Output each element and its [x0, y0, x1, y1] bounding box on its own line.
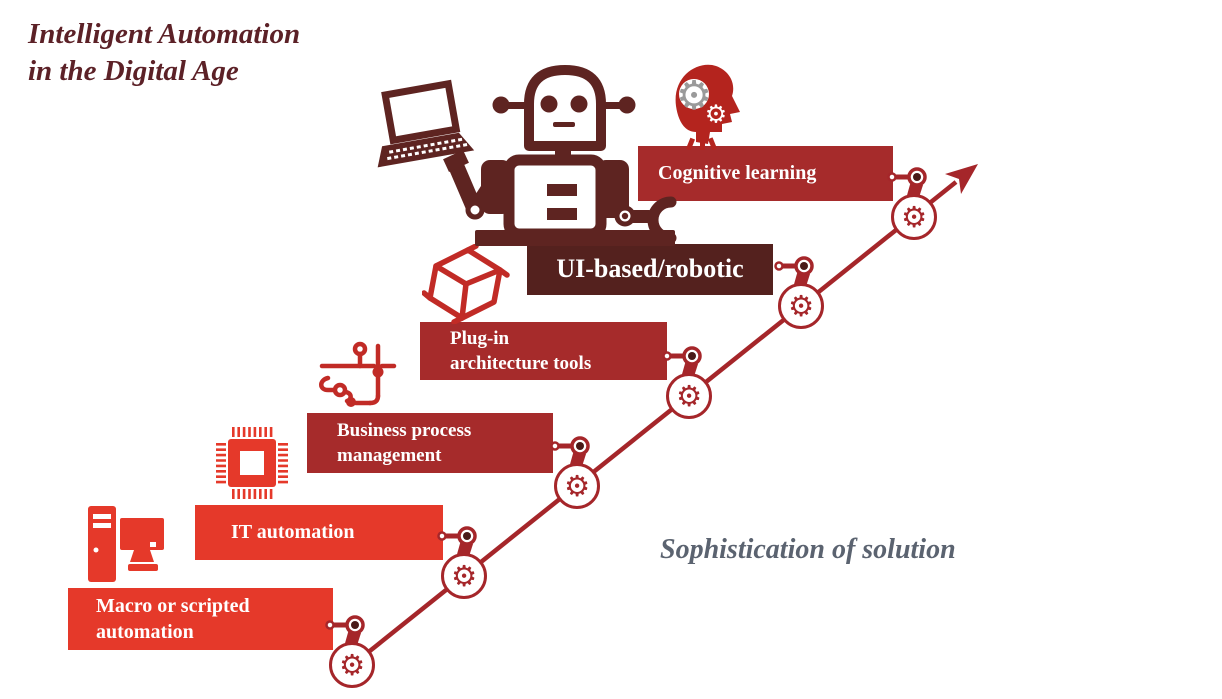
step-label: IT automation [231, 521, 355, 544]
step-label: Cognitive learning [658, 162, 817, 185]
desktop-computer-icon [88, 506, 164, 582]
large-gear-glyph: ⚙ [676, 73, 712, 119]
gear-icon: ⚙ [564, 468, 590, 503]
head-gears-icon: ⚙ ⚙ [675, 64, 740, 150]
step-label: UI-based/robotic [556, 254, 744, 284]
step-it-automation: IT automation [195, 505, 443, 560]
step-cognitive-learning: Cognitive learning [638, 146, 893, 201]
laptop-icon [377, 79, 475, 168]
process-flow-icon [319, 341, 397, 407]
small-gear-glyph: ⚙ [705, 100, 727, 129]
gear-node: ⚙ [666, 373, 712, 419]
step-label: Macro or scripted [96, 594, 250, 617]
step-plug-in-architecture-tools: Plug-in architecture tools [420, 322, 667, 380]
arrowhead-icon [945, 164, 978, 194]
robot-icon [377, 65, 677, 246]
step-label: Plug-in [450, 327, 510, 349]
gear-icon: ⚙ [451, 558, 477, 593]
page-title-line1: Intelligent Automation [28, 18, 301, 50]
gear-icon: ⚙ [676, 378, 702, 413]
step-label: architecture tools [450, 353, 592, 374]
cube-icon [422, 244, 510, 324]
gear-node: ⚙ [441, 553, 487, 599]
gear-icon: ⚙ [901, 199, 927, 234]
page-title: Intelligent Automation in the Digital Ag… [28, 16, 300, 90]
microchip-icon [216, 427, 288, 499]
step-ui-based-robotic: UI-based/robotic [527, 244, 773, 295]
step-label: automation [96, 621, 194, 643]
gear-icon: ⚙ [788, 288, 814, 323]
gear-node: ⚙ [329, 642, 375, 688]
gear-node: ⚙ [778, 283, 824, 329]
gear-icon: ⚙ [339, 647, 365, 682]
page-title-line2: in the Digital Age [28, 55, 239, 88]
step-business-process-management: Business process management [307, 413, 553, 473]
gear-node: ⚙ [891, 194, 937, 240]
gear-node: ⚙ [554, 463, 600, 509]
axis-label: Sophistication of solution [660, 534, 956, 565]
step-macro-or-scripted-automation: Macro or scripted automation [68, 588, 333, 650]
step-label: management [337, 445, 442, 466]
step-label: Business process [337, 419, 472, 441]
